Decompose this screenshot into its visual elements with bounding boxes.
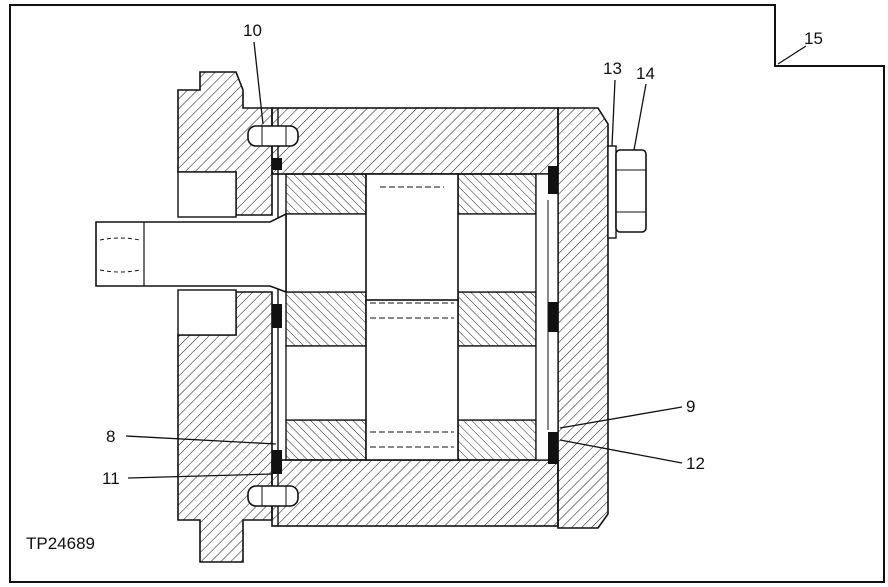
dowel-pin-lower	[247, 485, 299, 507]
callout-12: 12	[686, 454, 705, 473]
front-seal-mid-upper	[272, 304, 282, 328]
bearing-block-upper-left	[285, 173, 367, 215]
front-seal-lower	[272, 450, 282, 474]
drive-shaft	[95, 212, 287, 294]
idler-gear	[365, 299, 459, 461]
callout-14: 14	[636, 64, 655, 83]
rear-seal-lower	[548, 432, 558, 464]
bearing-block-lower-left	[285, 419, 367, 461]
callout-11: 11	[102, 469, 120, 488]
callout-15: 15	[804, 29, 823, 48]
mounting-flange	[177, 71, 273, 216]
pump-body-lower	[271, 459, 559, 527]
callout-8: 8	[106, 427, 115, 446]
figure-id: TP24689	[26, 534, 95, 553]
rear-seal-mid	[548, 302, 558, 332]
bearing-block-mid-right	[457, 291, 537, 347]
bearing-block-mid-left	[285, 291, 367, 347]
callout-9: 9	[686, 397, 695, 416]
cap-screw-head	[615, 149, 647, 233]
figure-frame	[9, 4, 885, 583]
front-seal-upper	[272, 158, 282, 170]
dowel-pin-upper	[247, 125, 299, 147]
callout-10: 10	[243, 21, 262, 40]
cap-screw-washer	[607, 145, 617, 239]
drive-gear	[365, 173, 459, 303]
rear-cover	[557, 107, 609, 529]
callout-13: 13	[603, 59, 622, 78]
bearing-block-upper-right	[457, 173, 537, 215]
flange-pilot-upper	[177, 171, 237, 218]
rear-seal-upper	[548, 166, 558, 194]
flange-pilot-lower	[177, 289, 237, 336]
pump-body-upper	[271, 107, 559, 175]
bearing-block-lower-right	[457, 419, 537, 461]
